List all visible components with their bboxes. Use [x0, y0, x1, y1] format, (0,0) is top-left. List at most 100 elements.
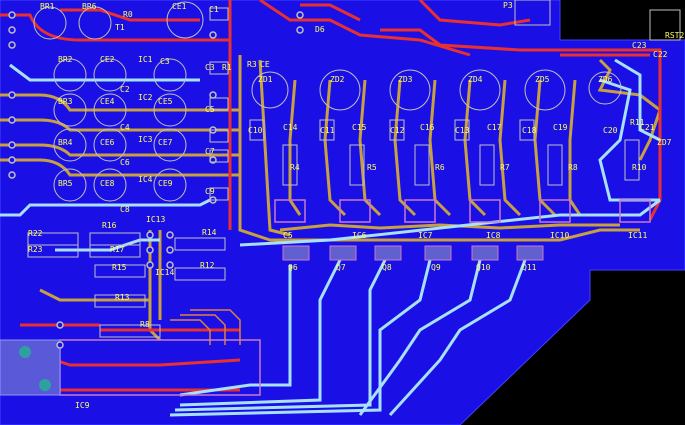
label-r13: R13	[115, 293, 130, 302]
label-br4: BR4	[58, 138, 73, 147]
label-d6: D6	[315, 25, 325, 34]
label-t1: T1	[115, 23, 125, 32]
label-r10: R10	[632, 163, 647, 172]
label-ic8: IC8	[486, 231, 501, 240]
label-q7: Q7	[336, 263, 346, 272]
label-q10: Q10	[476, 263, 491, 272]
label-c3: C3	[205, 63, 215, 72]
label-ic7: IC7	[418, 231, 433, 240]
label-c3-top: C3	[160, 57, 170, 66]
label-ic1: IC1	[138, 55, 153, 64]
silkscreen-labels: BR1 BR6 R0 T1 CE1 C1 BR2 CE2 IC1 C3 C2 C…	[28, 1, 684, 410]
label-r3: R3	[247, 60, 257, 69]
label-c12: C12	[390, 126, 405, 135]
label-r8: R8	[568, 163, 578, 172]
label-c7: C7	[205, 147, 215, 156]
label-c21: C21	[640, 123, 655, 132]
label-ce-mid: CE	[260, 60, 270, 69]
label-r1: R1	[222, 63, 232, 72]
label-c20: C20	[603, 126, 618, 135]
label-zd7: ZD7	[657, 138, 672, 147]
label-c11: C11	[320, 126, 335, 135]
label-r23: R23	[28, 245, 43, 254]
label-r5: R5	[367, 163, 377, 172]
label-ce1: CE1	[172, 2, 187, 11]
label-ic14: IC14	[155, 268, 174, 277]
label-r22: R22	[28, 229, 43, 238]
ic9-footprint	[0, 339, 261, 396]
label-c13: C13	[455, 126, 470, 135]
label-q8: Q8	[382, 263, 392, 272]
label-zd1: ZD1	[258, 75, 273, 84]
label-c17: C17	[487, 123, 502, 132]
label-zd4: ZD4	[468, 75, 483, 84]
label-ic10: IC10	[550, 231, 569, 240]
label-ce9: CE9	[158, 179, 173, 188]
label-zd2: ZD2	[330, 75, 345, 84]
label-q11: Q11	[522, 263, 537, 272]
label-c23: C23	[632, 41, 647, 50]
label-ic13: IC13	[146, 215, 165, 224]
label-br3: BR3	[58, 97, 73, 106]
label-c15: C15	[352, 123, 367, 132]
label-r15: R15	[112, 263, 127, 272]
label-br1: BR1	[40, 2, 55, 11]
label-r7: R7	[500, 163, 510, 172]
label-ce2: CE2	[100, 55, 115, 64]
power-transistors	[274, 199, 651, 223]
label-c8: C8	[120, 205, 130, 214]
label-ce5: CE5	[158, 97, 173, 106]
label-ic9: IC9	[75, 401, 90, 410]
label-ic2: IC2	[138, 93, 153, 102]
resistor-outlines	[27, 139, 640, 338]
label-c2: C2	[120, 85, 130, 94]
label-c5: C5	[205, 105, 215, 114]
label-c5b: C5	[283, 231, 293, 240]
label-c18: C18	[522, 126, 537, 135]
label-ic11: IC11	[628, 231, 647, 240]
label-r6: R6	[435, 163, 445, 172]
label-r12: R12	[200, 261, 215, 270]
small-transistors	[282, 245, 544, 261]
label-r16: R16	[102, 221, 117, 230]
label-c22: C22	[653, 50, 668, 59]
label-ce8: CE8	[100, 179, 115, 188]
label-zd5: ZD5	[535, 75, 550, 84]
small-caps	[209, 7, 535, 201]
label-c1: C1	[209, 5, 219, 14]
capacitor-circles	[33, 1, 622, 202]
label-r11: R11	[630, 118, 645, 127]
label-c19: C19	[553, 123, 568, 132]
vias	[8, 11, 304, 349]
label-c6: C6	[120, 158, 130, 167]
label-r8-bottom: R8	[140, 320, 150, 329]
label-c10: C10	[248, 126, 263, 135]
label-br6: BR6	[82, 2, 97, 11]
label-r4: R4	[290, 163, 300, 172]
label-c4: C4	[120, 123, 130, 132]
label-ce7: CE7	[158, 138, 173, 147]
label-ic4: IC4	[138, 175, 153, 184]
label-q9: Q9	[431, 263, 441, 272]
label-p3: P3	[503, 1, 513, 10]
label-r17: R17	[110, 245, 125, 254]
label-rst2: RST2	[665, 31, 684, 40]
label-ce4: CE4	[100, 97, 115, 106]
label-q6: Q6	[288, 263, 298, 272]
label-c9: C9	[205, 187, 215, 196]
label-ic6: IC6	[352, 231, 367, 240]
label-r0: R0	[123, 10, 133, 19]
label-c14: C14	[283, 123, 298, 132]
label-br2: BR2	[58, 55, 73, 64]
label-r14: R14	[202, 228, 217, 237]
top-layer-traces	[0, 0, 662, 392]
connector-p3	[514, 0, 681, 41]
label-c16: C16	[420, 123, 435, 132]
label-ce6: CE6	[100, 138, 115, 147]
label-ic3: IC3	[138, 135, 153, 144]
label-br5: BR5	[58, 179, 73, 188]
label-zd3: ZD3	[398, 75, 413, 84]
